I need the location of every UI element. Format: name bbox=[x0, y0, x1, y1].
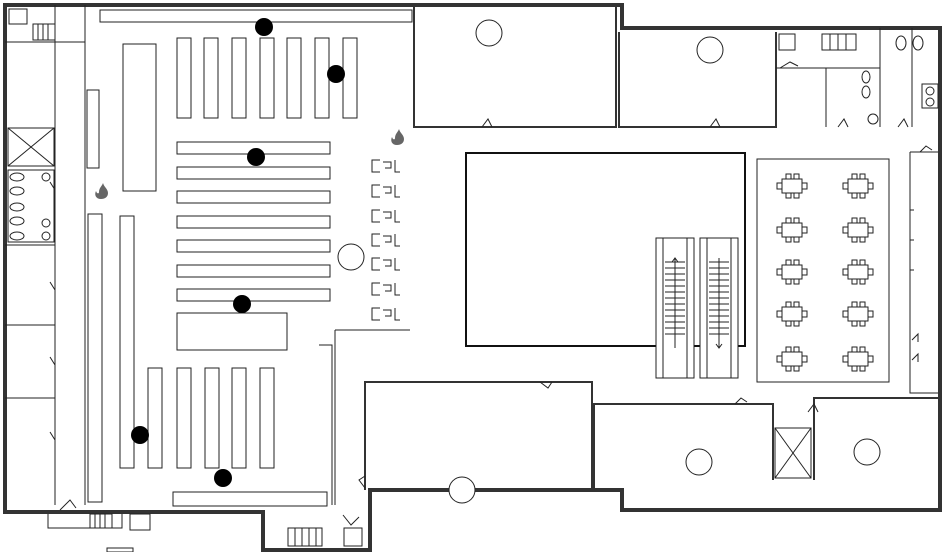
shelf bbox=[176, 215, 331, 229]
room-marker bbox=[685, 448, 713, 476]
supermarket-area bbox=[86, 9, 413, 507]
fire-symbols bbox=[95, 129, 404, 199]
table-icon bbox=[842, 173, 874, 199]
table-icon bbox=[842, 217, 874, 243]
shelf bbox=[176, 166, 331, 180]
wall-shelf bbox=[86, 89, 100, 169]
checkout-icon bbox=[371, 307, 400, 321]
checkout-icon bbox=[371, 282, 400, 296]
pillar-marker bbox=[233, 295, 251, 313]
table-icon bbox=[842, 259, 874, 285]
fire-icon bbox=[95, 183, 108, 199]
shelf bbox=[176, 264, 331, 278]
shelf bbox=[203, 37, 219, 119]
checkout-icon bbox=[371, 159, 400, 173]
pillar-marker bbox=[255, 18, 273, 36]
shelf bbox=[286, 37, 302, 119]
room-marker bbox=[475, 19, 503, 47]
shelf bbox=[259, 37, 275, 119]
pillar-marker bbox=[247, 148, 265, 166]
table-icon bbox=[776, 173, 808, 199]
counter bbox=[176, 312, 288, 351]
shelf bbox=[204, 367, 220, 469]
right-wing bbox=[909, 145, 938, 394]
pillar-marker bbox=[214, 469, 232, 487]
checkout-icon bbox=[371, 257, 400, 271]
outer-walls bbox=[3, 3, 942, 552]
wall-shelf bbox=[87, 213, 103, 503]
toilet-icon bbox=[9, 202, 25, 212]
bottom-stairs bbox=[47, 499, 363, 552]
escalator-icon bbox=[655, 237, 695, 379]
toilet-icon bbox=[895, 35, 907, 51]
checkout-icon bbox=[371, 233, 400, 247]
pillars bbox=[131, 18, 345, 487]
bottom-wall-shelf bbox=[172, 491, 328, 507]
shelf bbox=[176, 239, 331, 253]
toilet-icon bbox=[9, 216, 25, 226]
toilet-icon bbox=[861, 70, 871, 84]
toilet-icon bbox=[9, 231, 25, 241]
pillar-marker bbox=[327, 65, 345, 83]
room-marker bbox=[448, 476, 476, 504]
table-icon bbox=[776, 346, 808, 372]
atrium-void bbox=[465, 152, 746, 347]
fire-icon bbox=[391, 129, 404, 145]
table-icon bbox=[776, 301, 808, 327]
toilet-block-left bbox=[7, 169, 55, 243]
stair-symbol bbox=[89, 513, 113, 529]
escalator-icon bbox=[699, 237, 739, 379]
stair-symbol bbox=[32, 23, 56, 41]
toilet-icon bbox=[9, 186, 25, 196]
toilet-icon bbox=[9, 172, 25, 182]
checkout-icon bbox=[371, 209, 400, 223]
pillar-marker bbox=[131, 426, 149, 444]
shelf bbox=[147, 367, 163, 469]
toilet-icon bbox=[861, 85, 871, 99]
atrium bbox=[465, 152, 746, 379]
room-marker bbox=[853, 438, 881, 466]
stair-symbol bbox=[287, 527, 323, 547]
dining-area bbox=[756, 158, 890, 383]
shelf bbox=[176, 37, 192, 119]
stair-symbol bbox=[821, 33, 857, 51]
top-shops bbox=[413, 5, 939, 128]
shaft-box bbox=[778, 33, 796, 51]
table-icon bbox=[842, 346, 874, 372]
electrical-box bbox=[8, 8, 28, 25]
shelf bbox=[176, 288, 331, 302]
table-icon bbox=[842, 301, 874, 327]
shelf bbox=[342, 37, 358, 119]
top-wall-shelf bbox=[99, 9, 413, 23]
room-marker bbox=[337, 243, 365, 271]
shelf bbox=[231, 37, 247, 119]
shelf-block bbox=[122, 43, 157, 192]
bottom-shops bbox=[358, 381, 938, 504]
shelf bbox=[176, 367, 192, 469]
table-icon bbox=[776, 259, 808, 285]
room-marker bbox=[696, 36, 724, 64]
checkout-icon bbox=[371, 184, 400, 198]
toilet-icon bbox=[912, 35, 924, 51]
shelf bbox=[259, 367, 275, 469]
shelf bbox=[231, 367, 247, 469]
shelf bbox=[314, 37, 330, 119]
shelf bbox=[176, 190, 331, 204]
shelf bbox=[119, 215, 135, 469]
checkout-counters bbox=[371, 159, 400, 321]
left-service-area bbox=[5, 5, 86, 505]
table-icon bbox=[776, 217, 808, 243]
